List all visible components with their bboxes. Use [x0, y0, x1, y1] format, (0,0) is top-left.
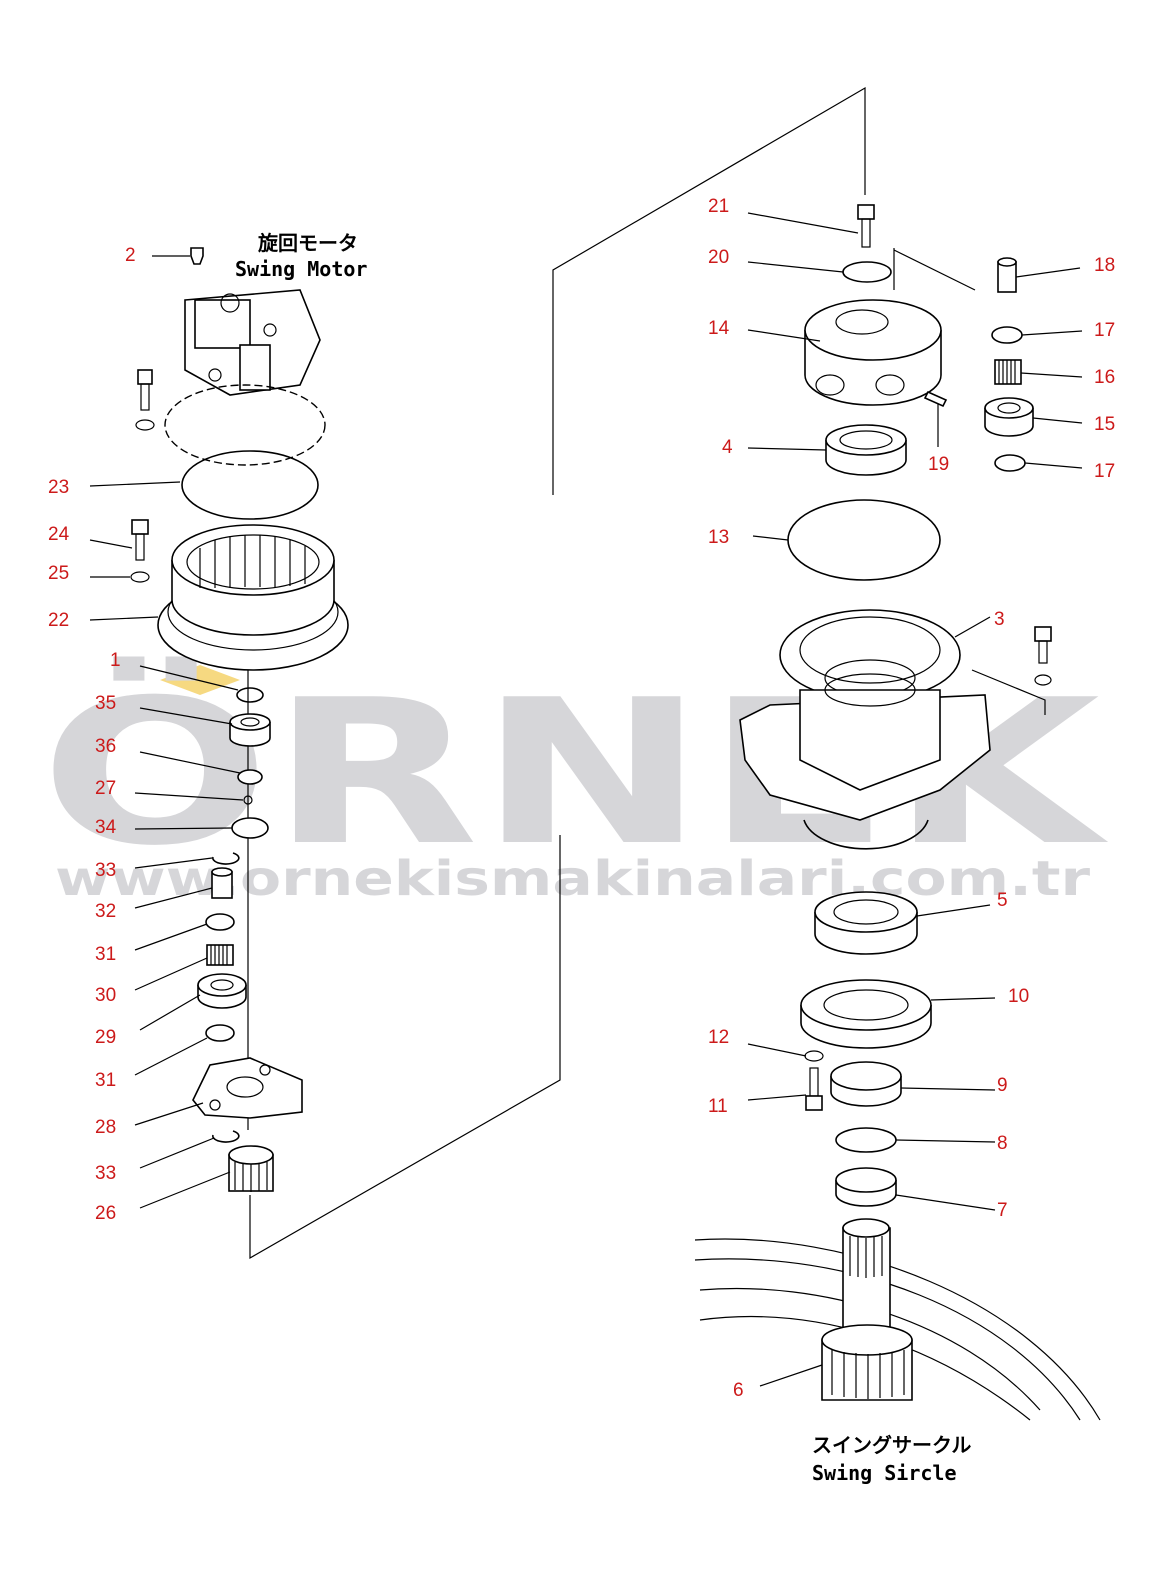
- thrust-plate-34: [231, 817, 269, 839]
- swing-motor-caption-jp: 旋回モータ: [257, 231, 358, 255]
- callout-34: 34: [95, 817, 117, 838]
- callout-31-bottom: 31: [95, 1070, 116, 1091]
- snap-ring-33-bottom: [212, 1130, 240, 1143]
- washer-25: [130, 571, 150, 583]
- callout-6: 6: [733, 1380, 744, 1401]
- seal-9: [830, 1061, 902, 1107]
- planet-gear-15: [984, 397, 1034, 437]
- bolt-housing: [1034, 626, 1052, 686]
- snap-ring-1: [236, 687, 264, 703]
- callout-3: 3: [994, 609, 1005, 630]
- cover-10: [800, 979, 932, 1049]
- callout-36: 36: [95, 736, 116, 757]
- o-ring-8: [835, 1127, 897, 1153]
- carrier-14: [804, 299, 942, 406]
- bolt-21: [857, 204, 875, 248]
- callout-33-top: 33: [95, 860, 116, 881]
- washer-17-bottom: [994, 454, 1026, 472]
- callout-32: 32: [95, 901, 116, 922]
- callout-27: 27: [95, 778, 116, 799]
- washer-17-top: [991, 326, 1023, 344]
- carrier-28: [192, 1057, 303, 1119]
- collar-7: [835, 1167, 897, 1207]
- callout-25: 25: [48, 563, 69, 584]
- callout-29: 29: [95, 1027, 116, 1048]
- callout-13: 13: [708, 527, 729, 548]
- callout-5: 5: [997, 890, 1008, 911]
- callout-17-top: 17: [1094, 320, 1115, 341]
- callout-31-top: 31: [95, 944, 116, 965]
- callout-15: 15: [1094, 414, 1115, 435]
- snap-ring-33-top: [212, 852, 240, 865]
- bearing-35: [229, 713, 271, 747]
- leader-lines: [89, 212, 1083, 1387]
- shaft-32: [211, 867, 233, 899]
- callout-8: 8: [997, 1133, 1008, 1154]
- pinion-shaft-6: [821, 1218, 913, 1401]
- washer-31-bottom: [205, 1024, 235, 1042]
- o-ring-23: [181, 450, 319, 520]
- plate-20: [842, 261, 892, 283]
- callout-16: 16: [1094, 367, 1115, 388]
- bearing-4: [825, 424, 907, 476]
- swing-motor: [135, 247, 326, 466]
- swing-circle-caption-jp: スイングサークル: [812, 1433, 971, 1457]
- callout-9: 9: [997, 1075, 1008, 1096]
- callout-23: 23: [48, 477, 69, 498]
- planet-gear-29: [197, 973, 247, 1009]
- callout-22: 22: [48, 610, 69, 631]
- swing-motor-caption-en: Swing Motor: [235, 257, 367, 281]
- callout-21: 21: [708, 196, 729, 217]
- watermark-accent: [160, 665, 240, 695]
- watermark-url: www.ornekismakinalari.com.tr: [55, 851, 1090, 907]
- callout-24: 24: [48, 524, 70, 545]
- needle-bearing-30: [206, 944, 234, 966]
- callouts: 1 2 3 4 5 6 7 8 9 10 11 12 13 14 15 16 1…: [48, 196, 1115, 1401]
- callout-17-bottom: 17: [1094, 461, 1115, 482]
- plate-36: [237, 769, 263, 785]
- callout-7: 7: [997, 1200, 1008, 1221]
- bearing-5: [814, 891, 918, 955]
- o-ring-13: [787, 499, 941, 581]
- pin-18: [997, 257, 1017, 293]
- callout-4: 4: [722, 437, 733, 458]
- callout-20: 20: [708, 247, 729, 268]
- needle-bearing-16: [994, 359, 1022, 385]
- callout-18: 18: [1094, 255, 1115, 276]
- callout-11: 11: [708, 1096, 728, 1117]
- bolt-11: [805, 1067, 823, 1111]
- sun-gear-26: [228, 1145, 274, 1192]
- o-ring-housing: [803, 819, 929, 850]
- callout-30: 30: [95, 985, 116, 1006]
- callout-28: 28: [95, 1117, 116, 1138]
- callout-33-bottom: 33: [95, 1163, 116, 1184]
- ring-gear-22: [157, 524, 349, 671]
- bolt-24: [131, 519, 149, 561]
- callout-2: 2: [125, 245, 136, 266]
- callout-35: 35: [95, 693, 116, 714]
- callout-12: 12: [708, 1027, 729, 1048]
- washer-31-top: [205, 913, 235, 931]
- callout-26: 26: [95, 1203, 116, 1224]
- callout-19: 19: [928, 454, 949, 475]
- pin-19: [923, 390, 948, 408]
- washer-12: [804, 1050, 824, 1062]
- callout-1: 1: [110, 650, 121, 671]
- housing-3: [739, 609, 991, 821]
- swing-circle-caption-en: Swing Sircle: [812, 1461, 957, 1485]
- callout-10: 10: [1008, 986, 1029, 1007]
- callout-14: 14: [708, 318, 730, 339]
- ball-27: [243, 795, 253, 805]
